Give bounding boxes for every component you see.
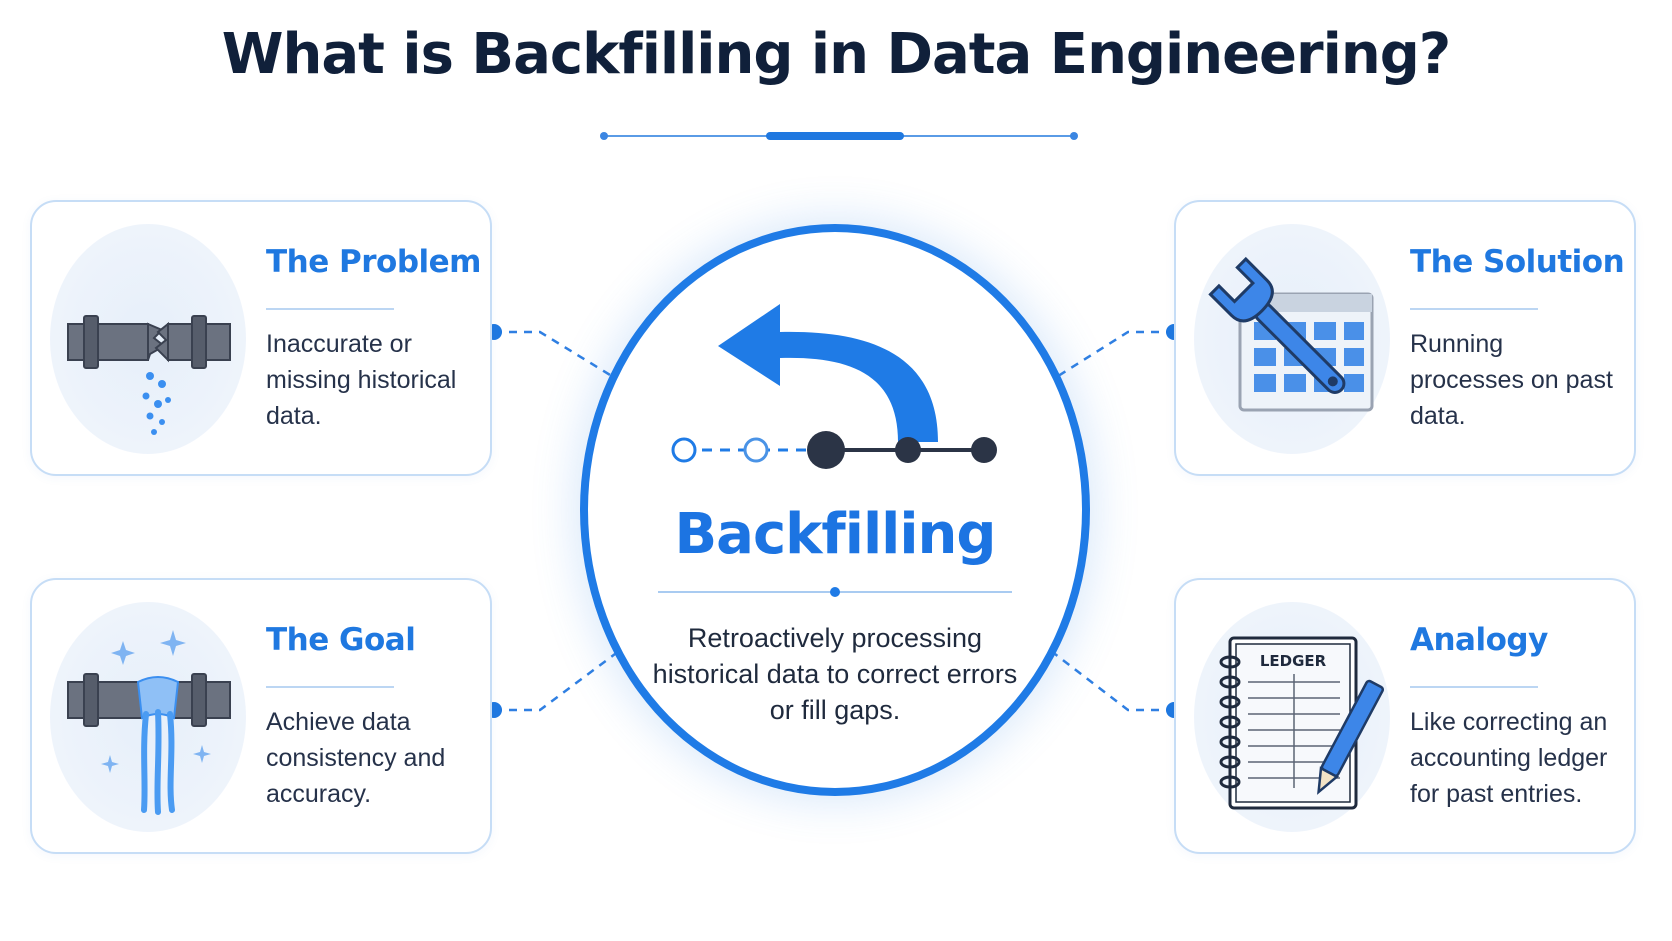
connector-problem (494, 330, 616, 380)
analogy-icon-wrap: LEDGER (1194, 602, 1390, 832)
connector-solution (1054, 330, 1174, 380)
card-title: The Solution (1410, 244, 1625, 280)
card-analogy: LEDGER Analogy Like correcting an accoun… (1174, 578, 1636, 854)
card-text: Inaccurate or missing historical data. (266, 330, 457, 430)
card-text: Achieve data consistency and accuracy. (266, 708, 446, 808)
wrench-calendar-icon (1208, 256, 1374, 412)
problem-icon-wrap (50, 224, 246, 454)
goal-icon-wrap (50, 602, 246, 832)
connector-goal (494, 652, 616, 712)
card-divider (266, 308, 394, 310)
title-underline (600, 132, 1078, 140)
card-text: Like correcting an accounting ledger for… (1410, 708, 1608, 808)
card-title: The Problem (266, 244, 481, 280)
broken-pipe-icon (67, 315, 231, 435)
card-divider (1410, 686, 1538, 688)
backfill-timeline-icon (658, 304, 1012, 597)
ledger-notebook-icon: LEDGER (1219, 636, 1385, 810)
solution-icon-wrap (1194, 224, 1390, 454)
card-problem: The Problem Inaccurate or missing histor… (30, 200, 492, 476)
card-title: The Goal (266, 622, 416, 658)
page-title: What is Backfilling in Data Engineering? (221, 22, 1452, 87)
center-description: Retroactively processing historical data… (652, 623, 1018, 725)
card-title: Analogy (1410, 622, 1548, 658)
card-text: Running processes on past data. (1410, 330, 1613, 430)
card-divider (1410, 308, 1538, 310)
fixed-pipe-icon (67, 630, 231, 815)
connector-analogy (1054, 653, 1174, 712)
center-title: Backfilling (674, 502, 996, 567)
backfilling-circle (580, 224, 1090, 796)
card-goal: The Goal Achieve data consistency and ac… (30, 578, 492, 854)
card-solution: The Solution Running processes on past d… (1174, 200, 1636, 476)
card-divider (266, 686, 394, 688)
ledger-label: LEDGER (1260, 652, 1327, 670)
